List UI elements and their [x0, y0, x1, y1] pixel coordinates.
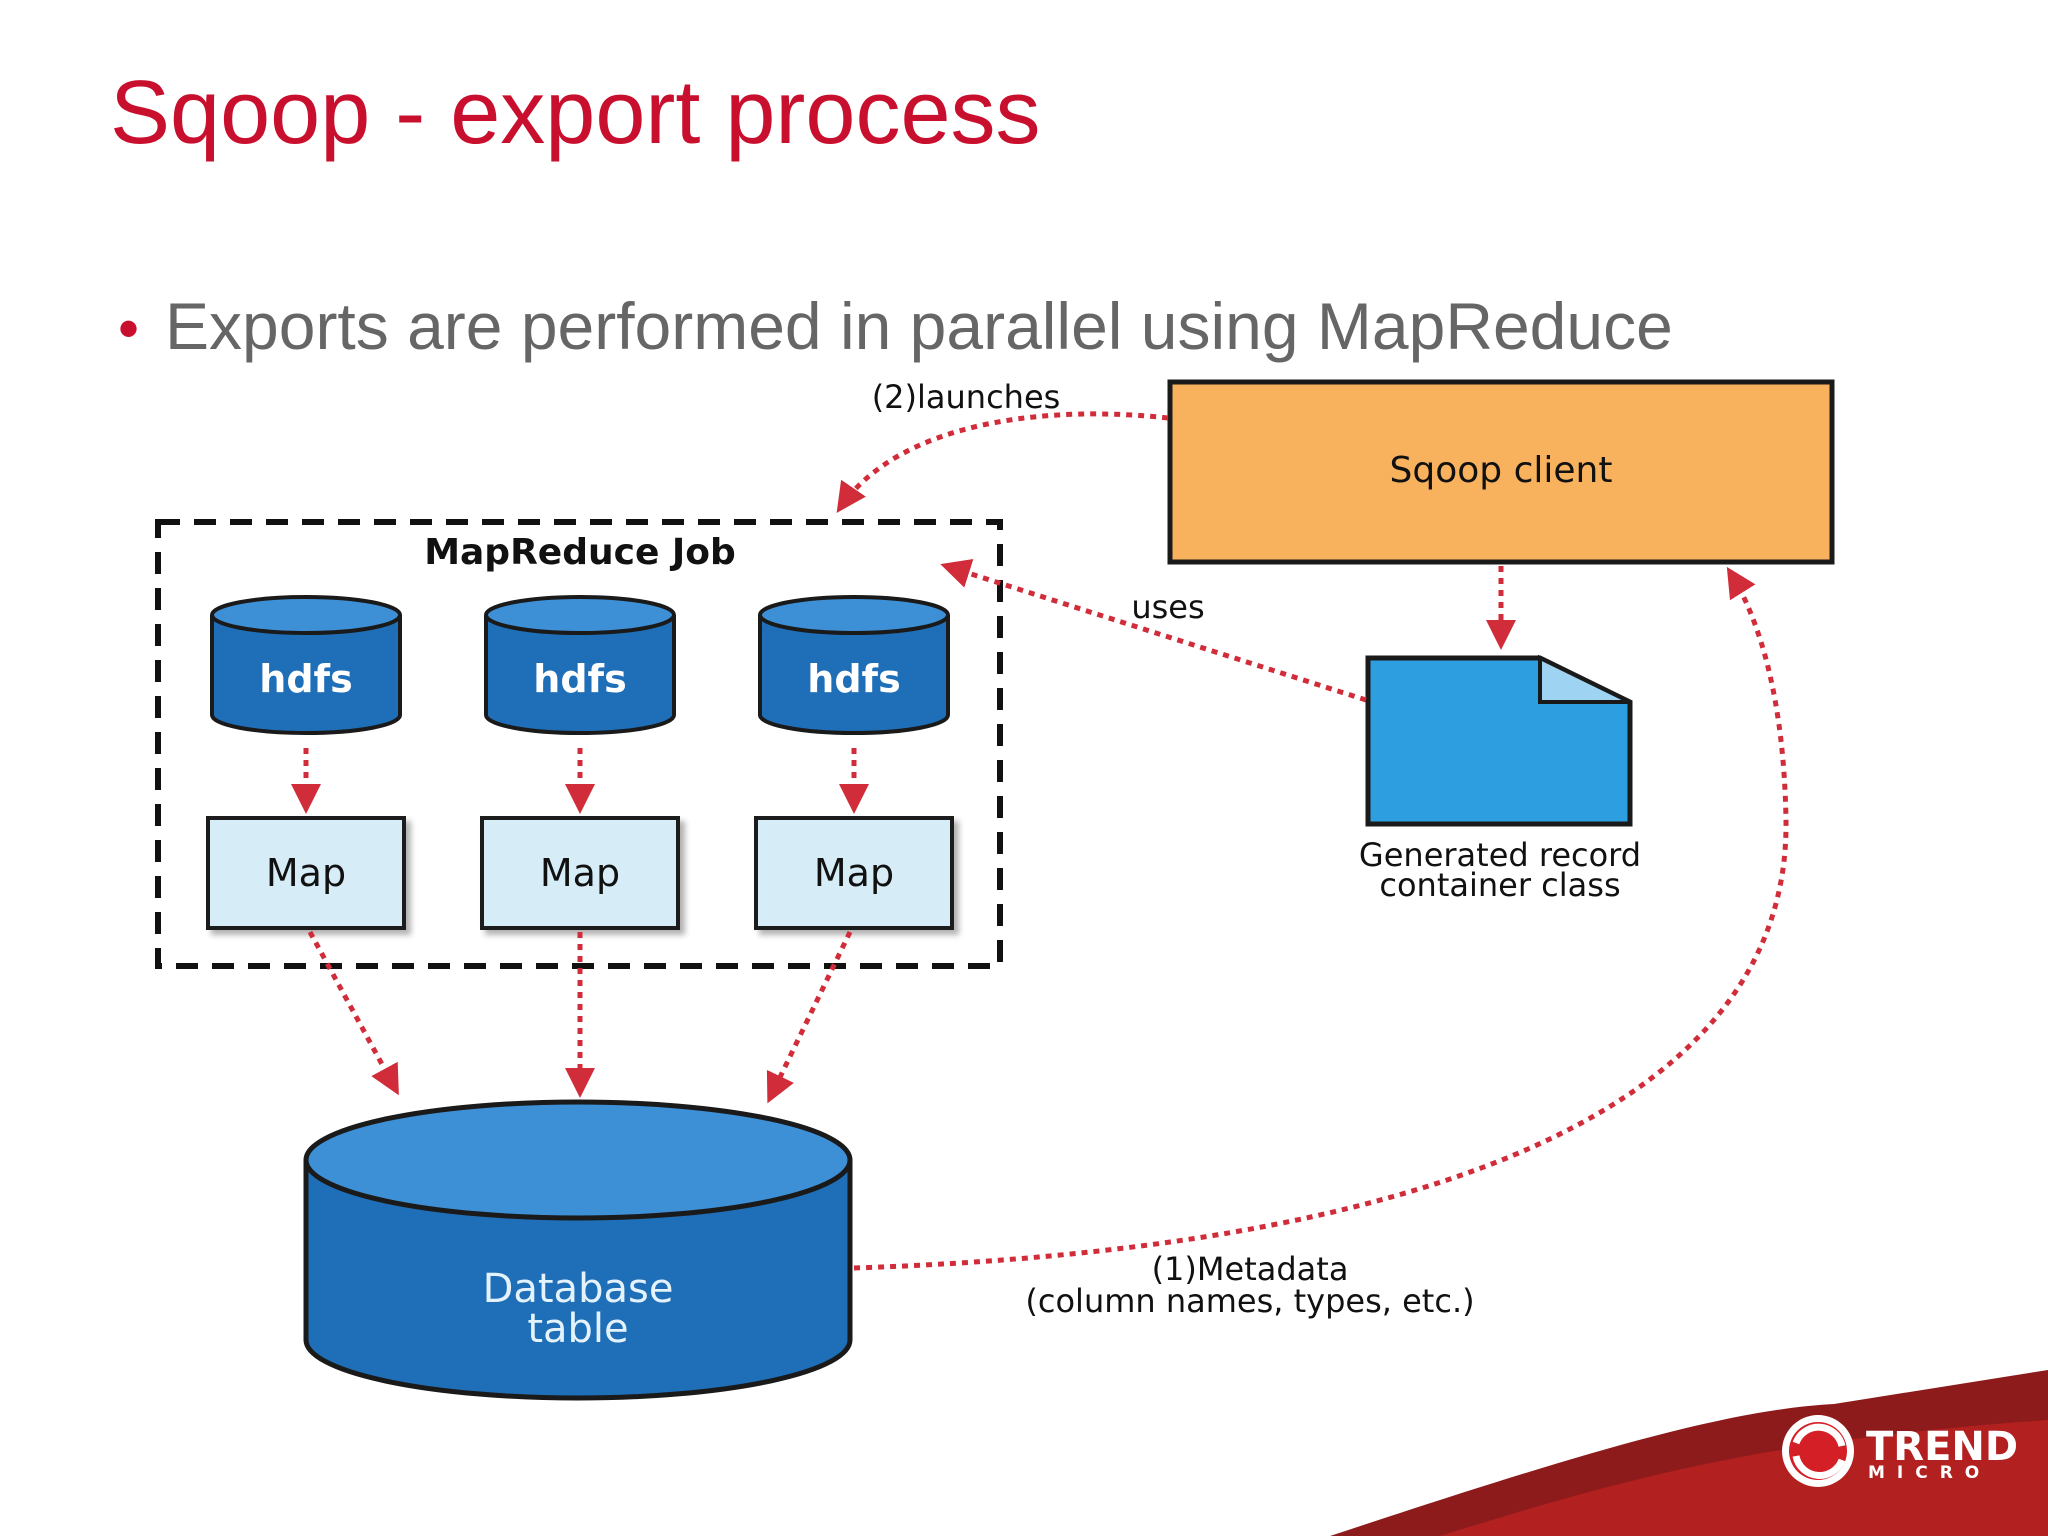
sqoop-client-label: Sqoop client	[1390, 450, 1613, 491]
map-box-2: Map	[480, 816, 680, 930]
record-class-label-line1: Generated record	[1359, 836, 1641, 874]
edge-label-metadata-line1: (1)Metadata	[1152, 1250, 1349, 1288]
hdfs-cylinder-3: hdfs	[758, 595, 950, 735]
logo-text-micro: MICRO	[1868, 1463, 1991, 1483]
hdfs-label-2: hdfs	[533, 657, 626, 701]
arrow-uses	[940, 559, 1367, 703]
hdfs-label-1: hdfs	[259, 657, 352, 701]
hdfs-label-3: hdfs	[807, 657, 900, 701]
logo-text-trend: TREND	[1866, 1424, 2018, 1470]
arrow-map-db-3	[766, 930, 853, 1104]
slide-title: Sqoop - export process	[110, 63, 1041, 163]
map-label-2: Map	[540, 851, 620, 895]
record-class-document: Generated record container class	[1359, 654, 1641, 904]
edge-label-metadata-line2: (column names, types, etc.)	[1025, 1282, 1474, 1320]
arrow-launches	[836, 411, 1169, 513]
edge-label-launches: (2)launches	[872, 378, 1061, 416]
map-box-3: Map	[754, 816, 954, 930]
hdfs-cylinder-1: hdfs	[210, 595, 402, 735]
map-label-1: Map	[266, 851, 346, 895]
database-label-line2: table	[527, 1306, 628, 1352]
database-table-cylinder: Database table	[303, 1099, 853, 1401]
footer-logo-area: TREND MICRO	[1330, 1370, 2048, 1536]
bullet-text: Exports are performed in parallel using …	[165, 289, 1673, 363]
map-label-3: Map	[814, 851, 894, 895]
hdfs-cylinder-2: hdfs	[484, 595, 676, 735]
trend-micro-logo-icon	[1782, 1415, 1854, 1487]
sqoop-client-box: Sqoop client	[1167, 379, 1835, 565]
mapreduce-job-container	[155, 519, 1003, 969]
arrow-map-db-1	[307, 930, 399, 1096]
edge-label-uses: uses	[1131, 588, 1204, 626]
map-box-1: Map	[206, 816, 406, 930]
mapreduce-job-label: MapReduce Job	[424, 532, 736, 573]
bullet-dot: •	[118, 295, 140, 362]
bullet-item: • Exports are performed in parallel using…	[118, 288, 1673, 364]
database-label-line1: Database	[483, 1266, 674, 1312]
arrow-metadata	[853, 566, 1789, 1271]
record-class-label-line2: container class	[1379, 866, 1620, 904]
